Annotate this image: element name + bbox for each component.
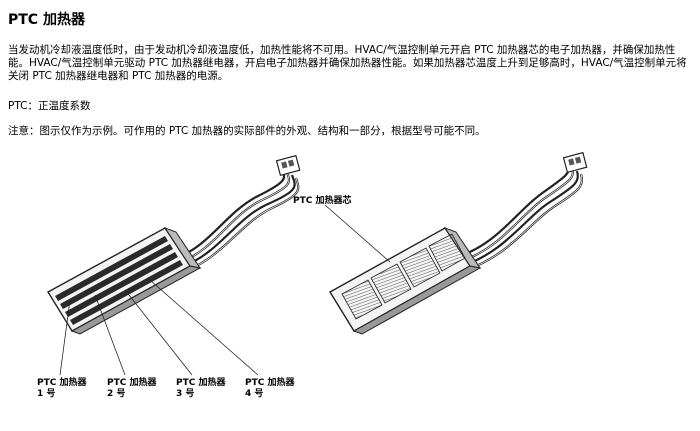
right-connector	[562, 151, 588, 174]
note-paragraph: 注意：图示仅作为示例。可作用的 PTC 加热器的实际部件的外观、结构和一部分，根…	[8, 125, 486, 137]
heater-2-number: 2 号	[107, 388, 125, 399]
heater-1-number: 1 号	[37, 388, 55, 399]
left-heater-assembly	[47, 154, 301, 376]
heater-2-label: PTC 加热器	[107, 376, 157, 388]
right-heater-assembly	[324, 151, 588, 335]
heater-core-fins	[341, 233, 466, 320]
heater-core-label: PTC 加热器芯	[293, 194, 351, 206]
heater-3-number: 3 号	[176, 388, 194, 399]
description-paragraph: 当发动机冷却液温度低时，由于发动机冷却液温度低，加热性能将不可用。HVAC/气温…	[8, 44, 687, 82]
heater-3-label: PTC 加热器	[176, 376, 226, 388]
left-connector	[275, 154, 301, 177]
ptc-heater-illustration: PTC 加热器芯 PTC 加热器 1 号 PTC 加热器 2 号 PTC 加热器…	[37, 151, 588, 399]
heater-4-label: PTC 加热器	[245, 376, 295, 388]
page-title: PTC 加热器	[8, 12, 85, 28]
heater-1-label: PTC 加热器	[37, 376, 87, 388]
heater-4-number: 4 号	[245, 388, 263, 399]
ptc-definition: PTC：正温度系数	[8, 100, 91, 112]
